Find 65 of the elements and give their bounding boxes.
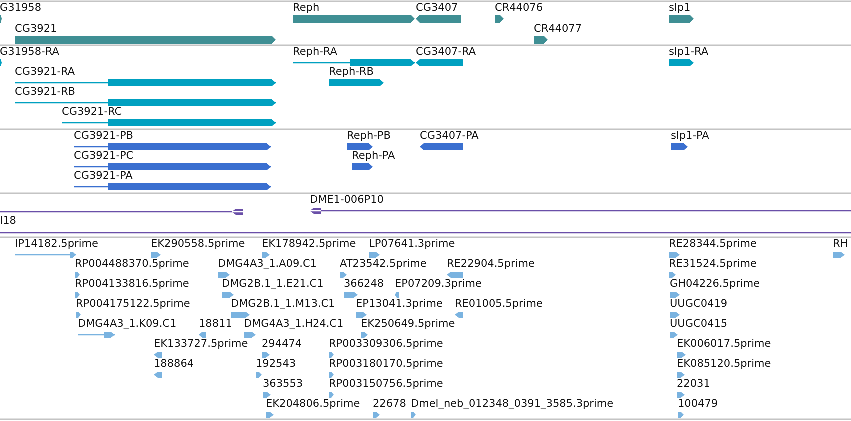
feature-label: Dmel_neb_012348_0391_3585.3prime [411,398,614,411]
feature-label: RE31524.5prime [669,258,757,271]
feature-label: CG3921-PB [74,130,134,143]
feature-label: DMG2B.1_1.M13.C1 [231,298,336,311]
feature-label: 188864 [154,358,194,371]
feature-label: RP004175122.5prime [76,298,190,311]
feature-label: EP13041.3prime [356,298,443,311]
feature-label: EK290558.5prime [151,238,246,251]
feature-label: CG3921 [15,23,58,36]
feature-label: CG3921-RB [15,86,76,99]
feature-label: DMG2B.1_1.E21.C1 [222,278,324,291]
feature-label: slp1-RA [669,46,709,59]
feature-label: 294474 [262,338,302,351]
feature-label: CG3407 [416,2,458,15]
feature-label: CG3921-RC [62,106,122,119]
feature-label: RP004488370.5prime [75,258,190,271]
feature-label: G31958-RA [0,46,60,59]
feature-label: DMG4A3_1.A09.C1 [218,258,317,271]
feature-label: UUGC0419 [670,298,728,311]
feature-label: GH04226.5prime [670,278,760,291]
feature-label: DMG4A3_1.K09.C1 [78,318,177,331]
feature-label: RE22904.5prime [447,258,535,271]
feature-label: 363553 [263,378,304,391]
feature-label: slp1-PA [671,130,710,143]
feature-label: CG3921-RA [15,66,76,79]
feature-label: EK006017.5prime [677,338,772,351]
feature-label: Reph-RA [293,46,338,59]
feature-label: CG3921-PC [74,150,134,163]
feature-label: 100479 [678,398,718,411]
feature-label: DME1-006P10 [310,194,384,207]
feature-label: CR44077 [534,23,582,36]
feature-label: CG3407-PA [420,130,479,143]
feature-label: RP003309306.5prime [329,338,444,351]
feature-label: 22678 [373,398,406,411]
feature-label: I18 [0,215,16,228]
feature-label: UUGC0415 [670,318,728,331]
feature-label: 192543 [256,358,296,371]
feature-label: 18811 [199,318,232,331]
feature-label: G31958 [0,2,42,15]
feature-label: RP003180170.5prime [329,358,444,371]
feature-label: EK085120.5prime [677,358,772,371]
feature-label: RP004133816.5prime [75,278,190,291]
feature-label: DMG4A3_1.H24.C1 [244,318,344,331]
feature-label: IP14182.5prime [15,238,98,251]
feature-label: AT23542.5prime [340,258,427,271]
feature-label: Reph [293,2,320,15]
feature-label: 22031 [677,378,710,391]
feature-label: EK133727.5prime [154,338,248,351]
feature-label: CR44076 [495,2,544,15]
feature-label: EK250649.5prime [361,318,456,331]
feature-label: EK178942.5prime [262,238,356,251]
feature-label: Reph-PA [352,150,396,163]
feature-label: RP003150756.5prime [329,378,444,391]
feature-label: Reph-RB [329,66,374,79]
feature-label: LP07641.3prime [369,238,456,251]
feature-label: RE01005.5prime [455,298,543,311]
feature-label: 366248 [344,278,384,291]
feature-label: CG3407-RA [416,46,476,59]
feature-label: EP07209.3prime [395,278,482,291]
feature-label: Reph-PB [347,130,391,143]
feature-label: RE28344.5prime [669,238,757,251]
feature-label: CG3921-PA [74,170,133,183]
feature-label: slp1 [669,2,691,15]
feature-label: EK204806.5prime [266,398,360,411]
feature-label: RH [833,238,848,251]
